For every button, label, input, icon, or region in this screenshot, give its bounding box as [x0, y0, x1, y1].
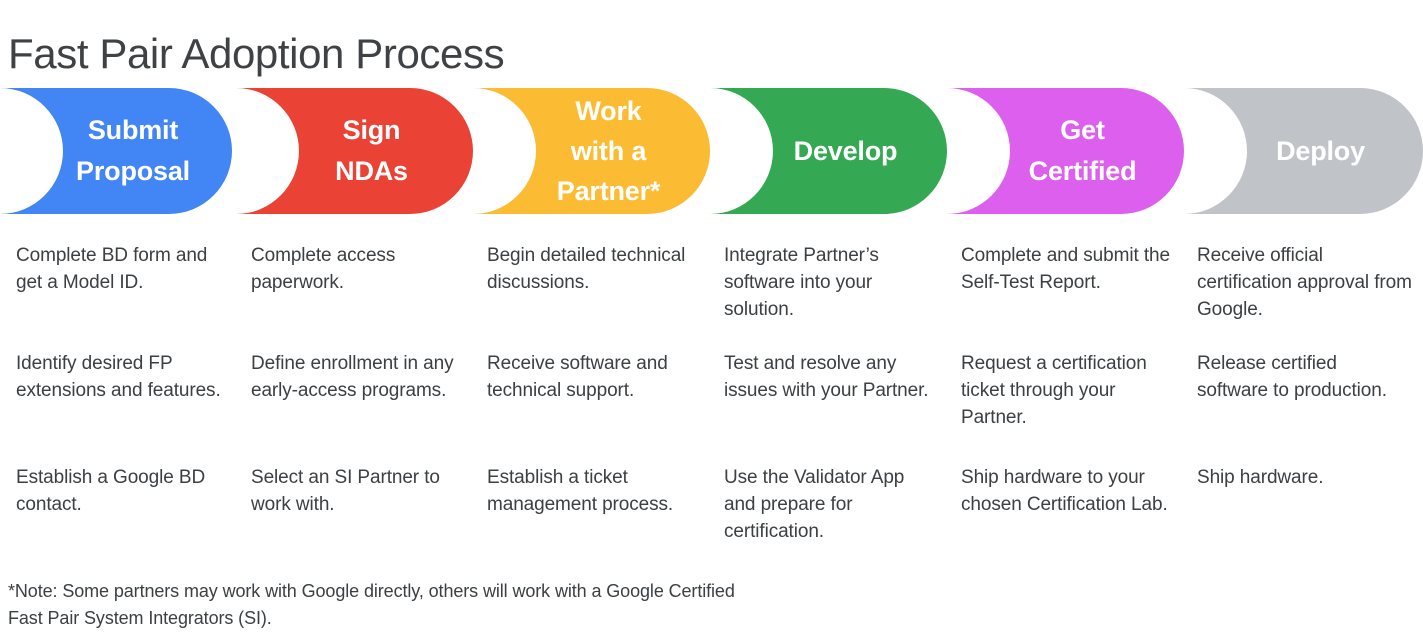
stage-details-grid: Complete BD form and get a Model ID. Ide… — [0, 232, 1423, 562]
chevron-fill — [947, 88, 1184, 214]
detail-item: Ship hardware. — [1197, 467, 1324, 488]
detail-item: Define enrollment in any early-access pr… — [251, 353, 454, 401]
detail-item: Test and resolve any issues with your Pa… — [724, 353, 929, 401]
detail-item: Use the Validator App and prepare for ce… — [724, 467, 905, 542]
stage-label: Submit Proposal — [76, 115, 190, 186]
stage-label: Work with a Partner* — [556, 96, 661, 206]
detail-item: Identify desired FP extensions and featu… — [16, 353, 221, 401]
detail-item: Integrate Partner’s software into your s… — [724, 245, 879, 320]
detail-item: Establish a ticket management process. — [487, 467, 674, 515]
detail-item: Receive software and technical support. — [487, 353, 668, 401]
detail-item: Request a certification ticket through y… — [961, 353, 1147, 428]
stage-chevron-work-with-a-partner[interactable]: Work with a Partner* — [473, 88, 710, 214]
detail-item: Complete access paperwork. — [251, 245, 396, 293]
chevron-fill — [236, 88, 473, 214]
detail-item: Receive official certification approval … — [1197, 245, 1412, 320]
chevron-shape-icon — [473, 88, 710, 214]
stage-chevron-get-certified[interactable]: Get Certified — [947, 88, 1184, 214]
page-title: Fast Pair Adoption Process — [8, 30, 505, 78]
detail-item: Release certified software to production… — [1197, 353, 1387, 401]
footnote: *Note: Some partners may work with Googl… — [8, 581, 735, 628]
chevron-fill — [473, 88, 710, 214]
chevron-shape-icon — [947, 88, 1184, 214]
stage-chevron-submit-proposal[interactable]: Submit Proposal — [0, 88, 232, 214]
stage-label: Deploy — [1276, 135, 1365, 166]
stage-label: Sign NDAs — [335, 115, 408, 186]
stage-chevron-sign-ndas[interactable]: Sign NDAs — [236, 88, 473, 214]
chevron-fill — [0, 88, 232, 214]
stage-label: Get Certified — [1028, 115, 1137, 186]
stage-chevron-deploy[interactable]: Deploy — [1184, 88, 1423, 214]
detail-item: Select an SI Partner to work with. — [251, 467, 440, 515]
chevron-shape-icon — [236, 88, 473, 214]
stage-chevron-develop[interactable]: Develop — [710, 88, 947, 214]
detail-item: Establish a Google BD contact. — [16, 467, 206, 515]
chevron-fill — [1184, 88, 1423, 214]
chevron-shape-icon — [0, 88, 232, 214]
detail-item: Complete BD form and get a Model ID. — [16, 245, 208, 293]
chevron-shape-icon — [1184, 88, 1423, 214]
chevron-fill — [710, 88, 947, 214]
detail-item: Ship hardware to your chosen Certificati… — [961, 467, 1168, 515]
detail-item: Begin detailed technical discussions. — [487, 245, 686, 293]
stage-label: Develop — [793, 135, 898, 166]
process-stage-band: Submit Proposal Sign NDAs Work with a Pa… — [0, 88, 1423, 214]
chevron-shape-icon — [710, 88, 947, 214]
detail-item: Complete and submit the Self-Test Report… — [961, 245, 1170, 293]
